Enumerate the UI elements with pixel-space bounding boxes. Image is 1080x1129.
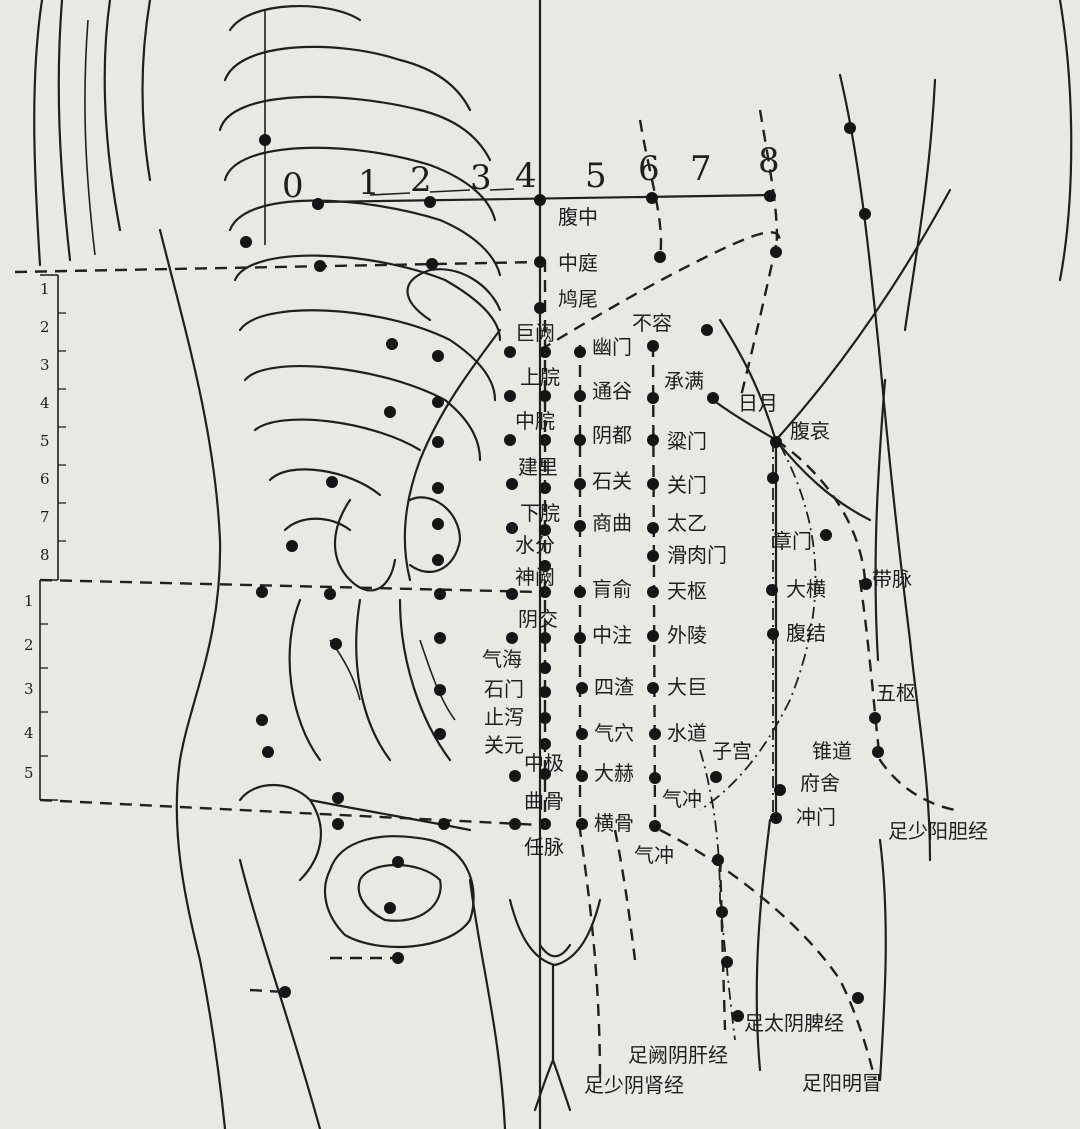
label-chengman: 承满 (664, 369, 704, 393)
scale-7: 7 (690, 149, 712, 189)
tick-upper-3: 3 (40, 356, 50, 374)
tick-lower-2: 2 (24, 636, 34, 654)
label-danzhong: 腹中 (558, 205, 598, 229)
tick-upper-6: 6 (40, 470, 50, 488)
label-weidao: 锥道 (812, 739, 852, 763)
scale-4: 4 (515, 156, 537, 196)
label-zhongji: 中极 (524, 751, 564, 775)
tick-upper-5: 5 (40, 432, 50, 450)
label-shuidao: 水道 (667, 721, 707, 745)
left-scale: 1 2 3 4 5 6 7 8 1 2 3 4 5 (24, 274, 66, 801)
label-daimai: 带脉 (872, 567, 912, 591)
tick-lower-3: 3 (24, 680, 34, 698)
tick-upper-7: 7 (40, 508, 50, 526)
label-spleen-meridian: 足太阴脾经 (744, 1011, 844, 1035)
meridian-labels: 足少阳胆经 足太阴脾经 足阙阴肝经 足少阴肾经 足阳明冒 (584, 819, 988, 1097)
label-youmen: 幽门 (592, 335, 632, 359)
label-fujie: 腹结 (786, 621, 826, 645)
label-jianli: 建里 (518, 455, 558, 479)
label-daheng: 大横 (786, 577, 826, 601)
label-fushe: 府舍 (800, 771, 840, 795)
label-riyue: 日月 (738, 391, 778, 415)
label-zhongzhu: 中注 (592, 623, 632, 647)
tick-upper-1: 1 (40, 280, 50, 298)
label-qixue: 气穴 (594, 721, 634, 745)
label-xiawan: 下脘 (520, 501, 560, 525)
tick-lower-4: 4 (24, 724, 34, 742)
label-shimen: 石门 (484, 677, 524, 701)
tick-upper-2: 2 (40, 318, 50, 336)
label-shangwan: 上脘 (520, 365, 560, 389)
acupoint-dots (240, 122, 884, 1022)
label-juque: 巨阙 (515, 321, 555, 345)
label-huangshu: 肓俞 (592, 577, 632, 601)
scale-5: 5 (585, 156, 607, 196)
label-henggu: 横骨 (594, 811, 634, 835)
point-labels: 腹中 中庭 鸠尾 巨阙 上脘 中脘 建里 下脘 水分 神阙 阴交 气海 石门 止… (482, 205, 916, 867)
label-fuai: 腹哀 (790, 419, 830, 443)
label-shuifen: 水分 (515, 533, 555, 557)
tick-lower-1: 1 (24, 592, 34, 610)
label-stomach-meridian: 足阳明冒 (802, 1071, 882, 1095)
label-qihai: 气海 (482, 647, 522, 671)
label-jiuwei: 鸠尾 (558, 287, 598, 311)
label-chongmen: 冲门 (796, 805, 836, 829)
label-wailing: 外陵 (667, 623, 707, 647)
scale-3: 3 (470, 158, 492, 198)
label-tianshu: 天枢 (667, 579, 707, 603)
label-yindu: 阴都 (592, 423, 632, 447)
label-tonggu: 通谷 (592, 379, 632, 403)
label-siman: 四渣 (594, 675, 634, 699)
label-liver-meridian: 足阙阴肝经 (628, 1043, 728, 1067)
label-shenque: 神阙 (515, 565, 555, 589)
label-guanmen: 关门 (667, 473, 707, 497)
label-daju: 大巨 (667, 675, 707, 699)
label-qugu: 曲骨 (524, 789, 564, 813)
label-taiyi: 太乙 (667, 511, 707, 535)
label-zhixie: 止泻 (484, 705, 524, 729)
label-liangmen: 粱门 (667, 429, 707, 453)
label-huaroumen: 滑肉门 (667, 543, 727, 567)
label-zhangmen: 章门 (772, 529, 812, 553)
label-yinjiao: 阴交 (518, 607, 558, 631)
label-shangqu: 商曲 (592, 511, 632, 535)
label-shiguan: 石关 (592, 469, 632, 493)
tick-upper-4: 4 (40, 394, 50, 412)
tick-upper-8: 8 (40, 546, 50, 564)
label-burong: 不容 (632, 311, 672, 335)
body-outline (33, 0, 1073, 1129)
scale-1: 1 (358, 163, 380, 203)
label-zhongwan: 中脘 (515, 409, 555, 433)
label-zhongting: 中庭 (558, 251, 598, 275)
label-qichong-a: 气冲 (662, 787, 702, 811)
label-qichong-b: 气冲 (634, 843, 674, 867)
label-guanyuan: 关元 (484, 733, 524, 757)
label-zigong: 子宫 (712, 739, 752, 763)
label-wushu: 五枢 (876, 681, 916, 705)
scale-0: 0 (282, 166, 304, 206)
label-renmai: 任脉 (524, 835, 564, 859)
tick-lower-5: 5 (24, 764, 34, 782)
label-dahe: 大赫 (594, 761, 634, 785)
label-kidney-meridian: 足少阴肾经 (584, 1073, 684, 1097)
label-gallbladder-meridian: 足少阳胆经 (888, 819, 988, 843)
scale-2: 2 (410, 160, 432, 200)
